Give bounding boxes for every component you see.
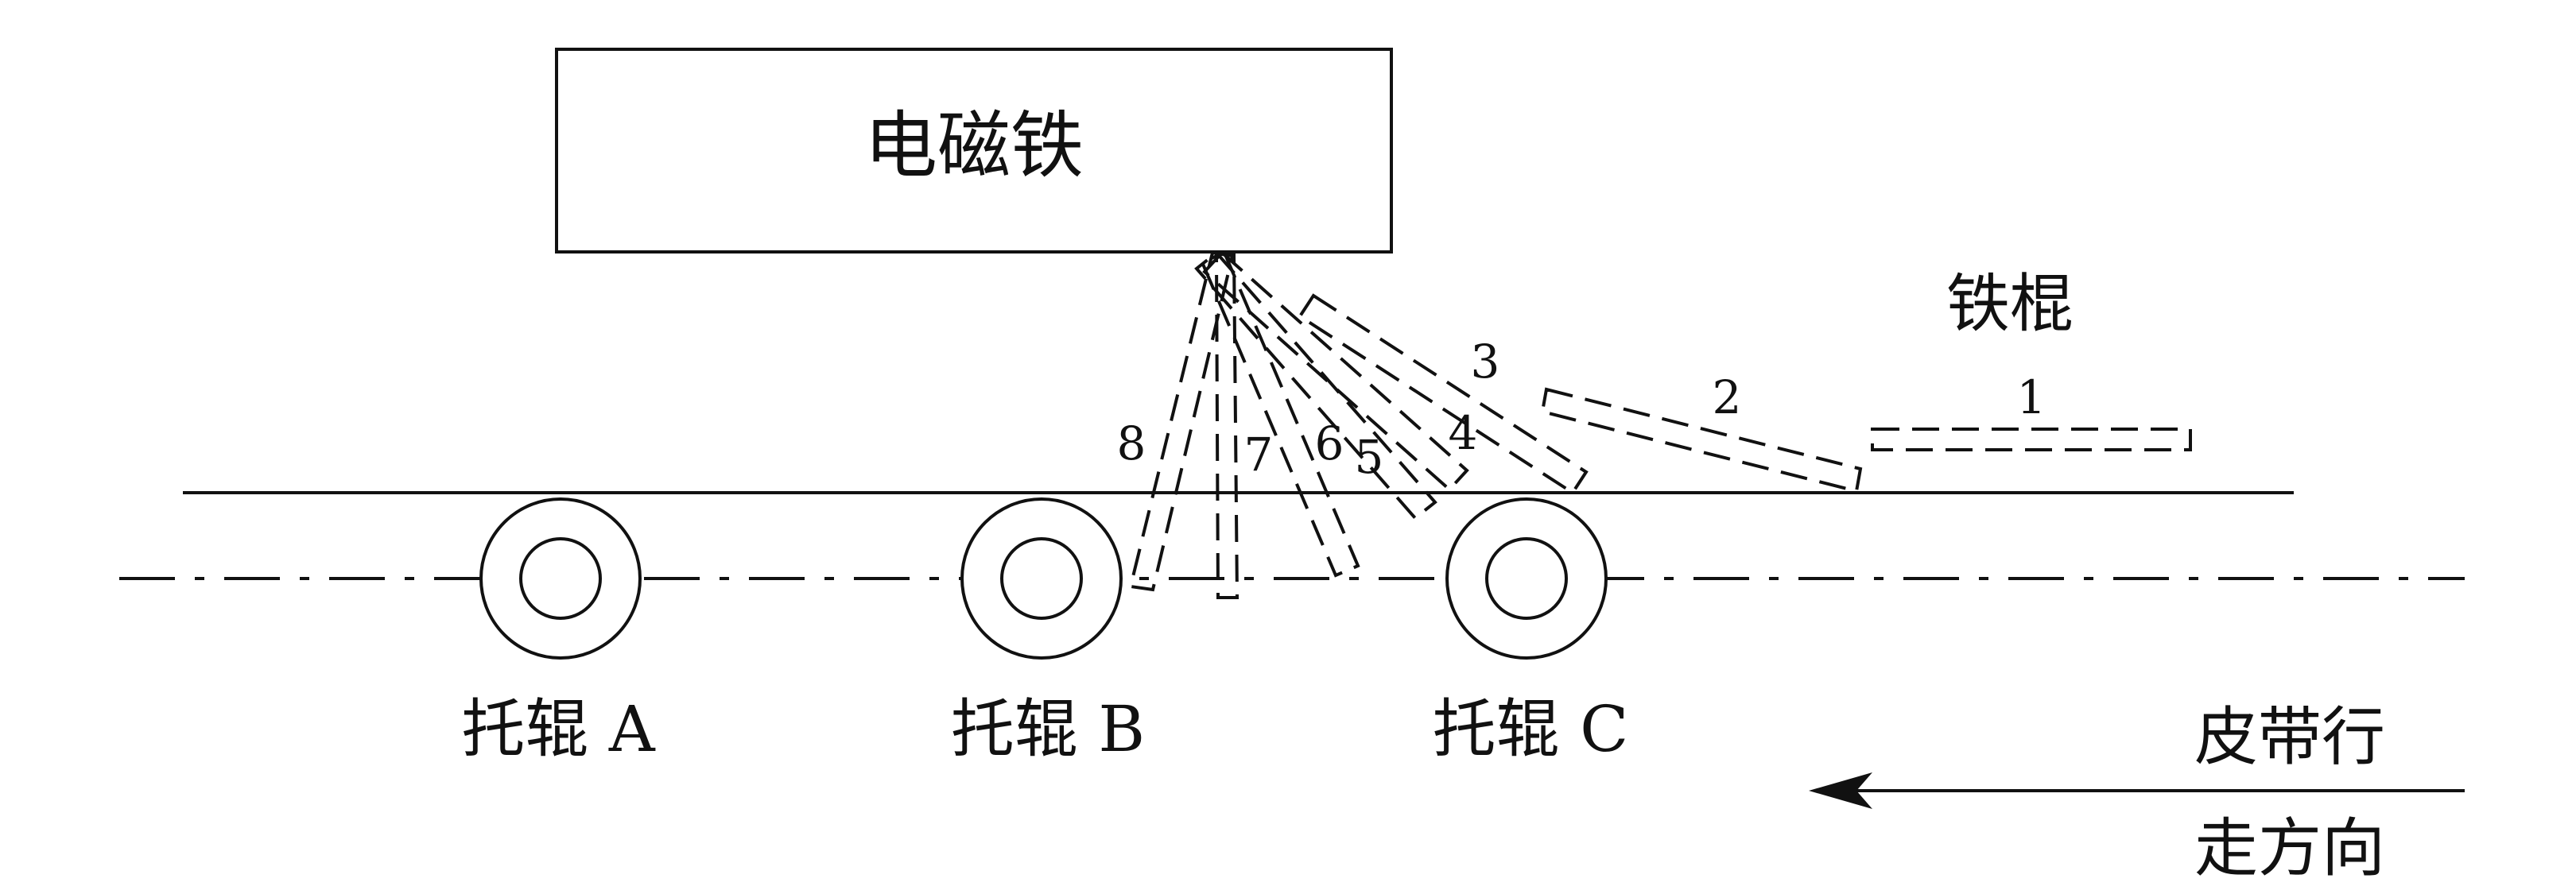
roller-label-c: 托辊 C bbox=[1433, 692, 1629, 766]
position-label-8: 8 bbox=[1117, 416, 1146, 470]
rod-position-5 bbox=[1194, 250, 1437, 521]
position-label-6: 6 bbox=[1315, 416, 1344, 470]
electromagnet-label: 电磁铁 bbox=[864, 103, 1084, 188]
rod-position-6 bbox=[1200, 250, 1360, 578]
belt-direction-line1: 皮带行 bbox=[2194, 700, 2385, 774]
roller-c-outer bbox=[1445, 497, 1608, 660]
roller-a-outer bbox=[479, 497, 642, 660]
rod-position-8 bbox=[1128, 250, 1235, 592]
position-label-4: 4 bbox=[1449, 406, 1478, 460]
rod-label: 铁棍 bbox=[1946, 267, 2074, 341]
roller-b bbox=[960, 497, 1123, 660]
belt-direction-line2: 走方向 bbox=[2194, 811, 2385, 885]
roller-a-inner bbox=[519, 537, 602, 620]
roller-a bbox=[479, 497, 642, 660]
roller-label-b: 托辊 B bbox=[951, 692, 1145, 766]
electromagnet: 电磁铁 bbox=[555, 48, 1393, 253]
roller-b-outer bbox=[960, 497, 1123, 660]
position-label-1: 1 bbox=[2017, 370, 2046, 424]
position-label-3: 3 bbox=[1471, 335, 1500, 389]
electromagnet-box bbox=[555, 48, 1393, 253]
position-label-2: 2 bbox=[1713, 370, 1742, 424]
direction-arrow-head bbox=[1809, 772, 1872, 809]
belt-direction: 皮带行 走方向 bbox=[1809, 700, 2465, 885]
rod-positions bbox=[1128, 250, 2192, 599]
rod-position-3 bbox=[1298, 293, 1589, 495]
roller-b-inner bbox=[1000, 537, 1083, 620]
roller-c-inner bbox=[1485, 537, 1568, 620]
roller-label-a: 托辊 A bbox=[461, 692, 655, 766]
position-labels: 1 2 3 4 5 6 7 8 bbox=[1117, 335, 2046, 484]
position-label-7: 7 bbox=[1244, 428, 1274, 482]
roller-labels: 托辊 A 托辊 B 托辊 C bbox=[461, 692, 1628, 766]
rod-position-1 bbox=[1871, 428, 2192, 451]
rod-position-2 bbox=[1540, 387, 1863, 493]
roller-c bbox=[1445, 497, 1608, 660]
position-label-5: 5 bbox=[1355, 430, 1384, 484]
